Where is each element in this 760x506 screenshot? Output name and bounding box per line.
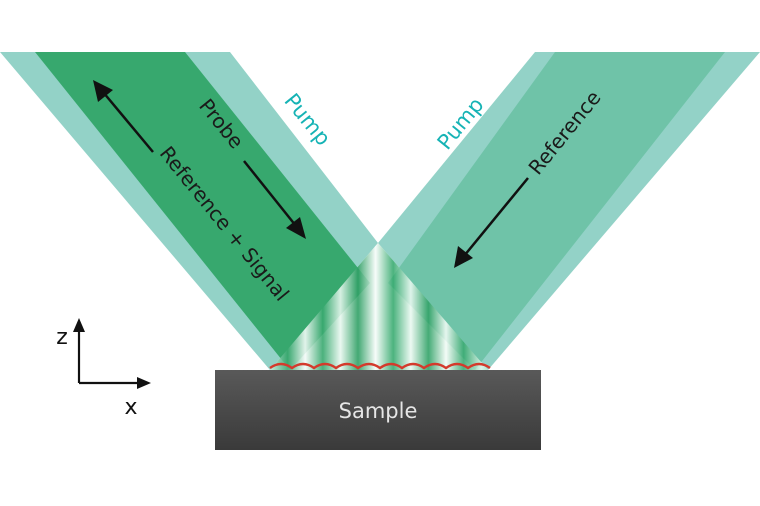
surface-wave: [269, 362, 491, 370]
reference-beam: [388, 52, 725, 370]
coordinate-axes: [73, 318, 151, 389]
probe-beam: [35, 52, 370, 370]
probe-arrow: [243, 160, 306, 239]
reference-signal-arrow: [93, 80, 154, 153]
axis-x-label: x: [124, 395, 137, 420]
sample-label: Sample: [339, 399, 418, 423]
axis-z-label: z: [56, 325, 68, 350]
sample-block: [215, 370, 541, 450]
reference-arrow: [454, 177, 529, 268]
